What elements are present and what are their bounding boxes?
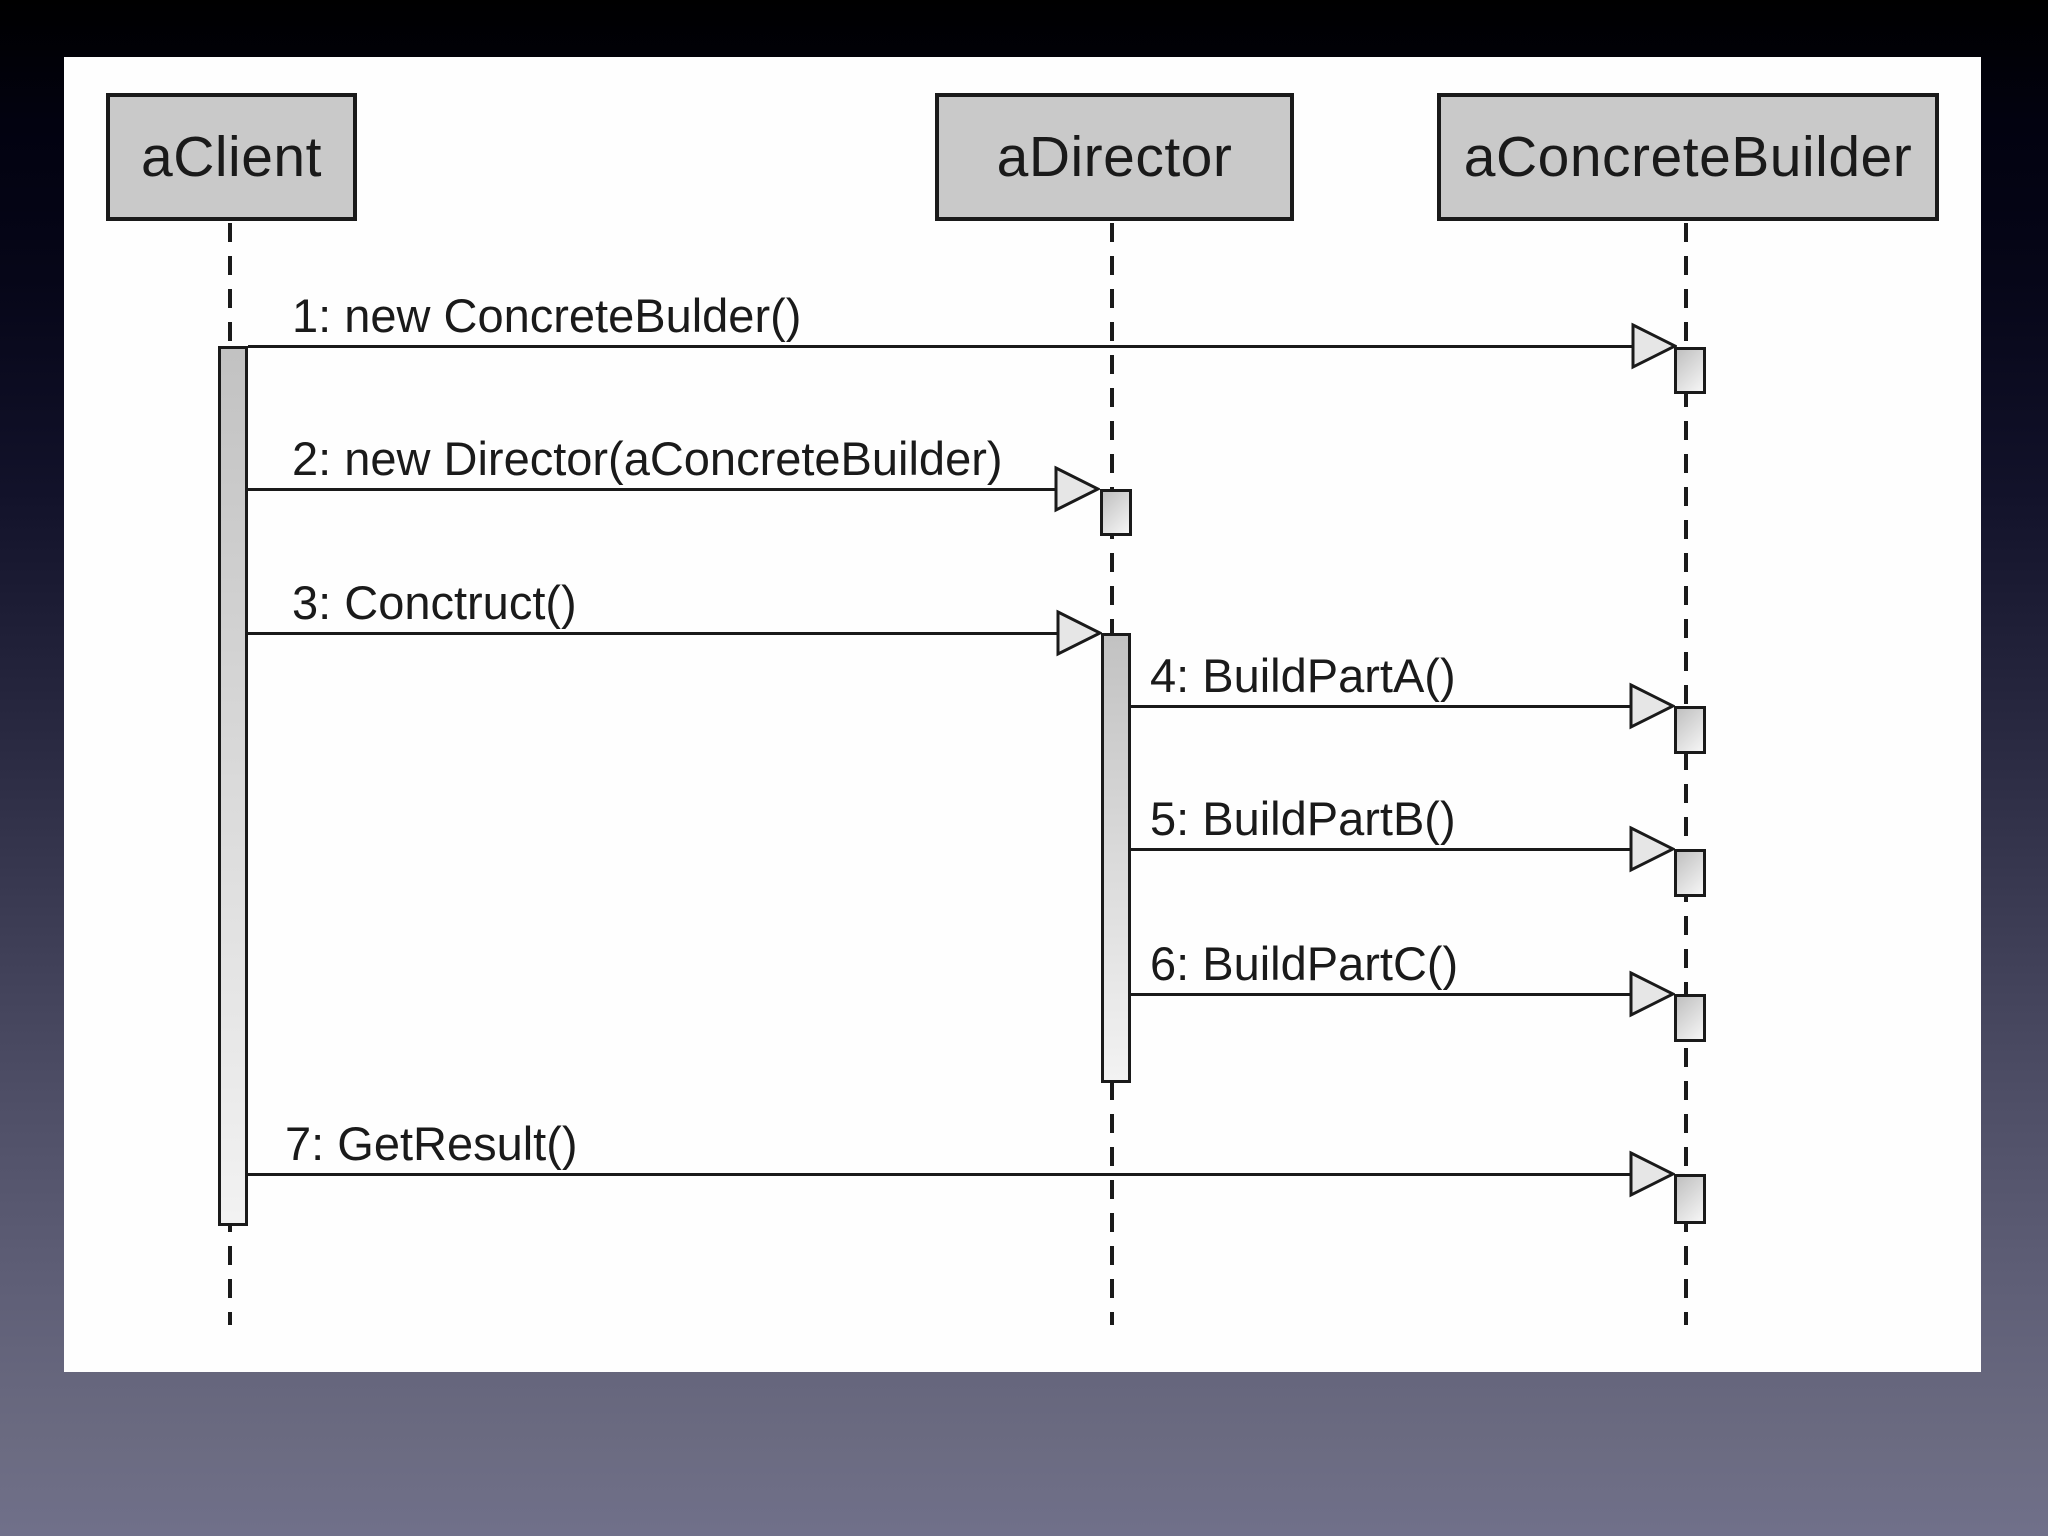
- message-6-arrowhead-icon: [1629, 970, 1675, 1018]
- message-4-line: [1131, 705, 1631, 708]
- sequence-diagram-panel: aClient aDirector aConcreteBuilder 1: ne…: [64, 57, 1981, 1372]
- message-2-arrowhead-icon: [1054, 465, 1100, 513]
- participant-box-adirector: aDirector: [935, 93, 1294, 221]
- message-5-label: 5: BuildPartB(): [1150, 792, 1456, 845]
- message-6-label: 6: BuildPartC(): [1150, 937, 1459, 990]
- activation-bar-abuilder-msg7: [1674, 1174, 1706, 1224]
- activation-bar-abuilder-msg1: [1674, 347, 1706, 394]
- message-5-arrowhead-icon: [1629, 825, 1675, 873]
- activation-bar-abuilder-msg5: [1674, 849, 1706, 897]
- participant-label-aconcretebuilder: aConcreteBuilder: [1463, 125, 1913, 189]
- message-6-line: [1131, 993, 1631, 996]
- message-2-line: [248, 488, 1056, 491]
- message-1-label: 1: new ConcreteBulder(): [292, 289, 802, 342]
- message-4-label: 4: BuildPartA(): [1150, 649, 1456, 702]
- activation-bar-adirector-msg2: [1100, 489, 1132, 536]
- message-1-arrowhead-icon: [1631, 322, 1677, 370]
- message-7-arrowhead-icon: [1629, 1150, 1675, 1198]
- message-3-arrowhead-icon: [1056, 609, 1102, 657]
- activation-bar-abuilder-msg6: [1674, 994, 1706, 1042]
- lifeline-aconcretebuilder: [1684, 223, 1688, 1325]
- message-7-label: 7: GetResult(): [285, 1117, 578, 1170]
- participant-box-aconcretebuilder: aConcreteBuilder: [1437, 93, 1939, 221]
- message-3-line: [248, 632, 1058, 635]
- message-1-line: [248, 345, 1633, 348]
- participant-label-adirector: aDirector: [996, 125, 1233, 189]
- participant-label-aclient: aClient: [141, 125, 322, 189]
- message-5-line: [1131, 848, 1631, 851]
- participant-box-aclient: aClient: [106, 93, 357, 221]
- activation-bar-aclient: [218, 346, 248, 1226]
- activation-bar-abuilder-msg4: [1674, 706, 1706, 754]
- message-7-line: [248, 1173, 1631, 1176]
- message-3-label: 3: Conctruct(): [292, 576, 577, 629]
- activation-bar-adirector-main: [1101, 633, 1131, 1083]
- message-4-arrowhead-icon: [1629, 682, 1675, 730]
- message-2-label: 2: new Director(aConcreteBuilder): [292, 432, 1003, 485]
